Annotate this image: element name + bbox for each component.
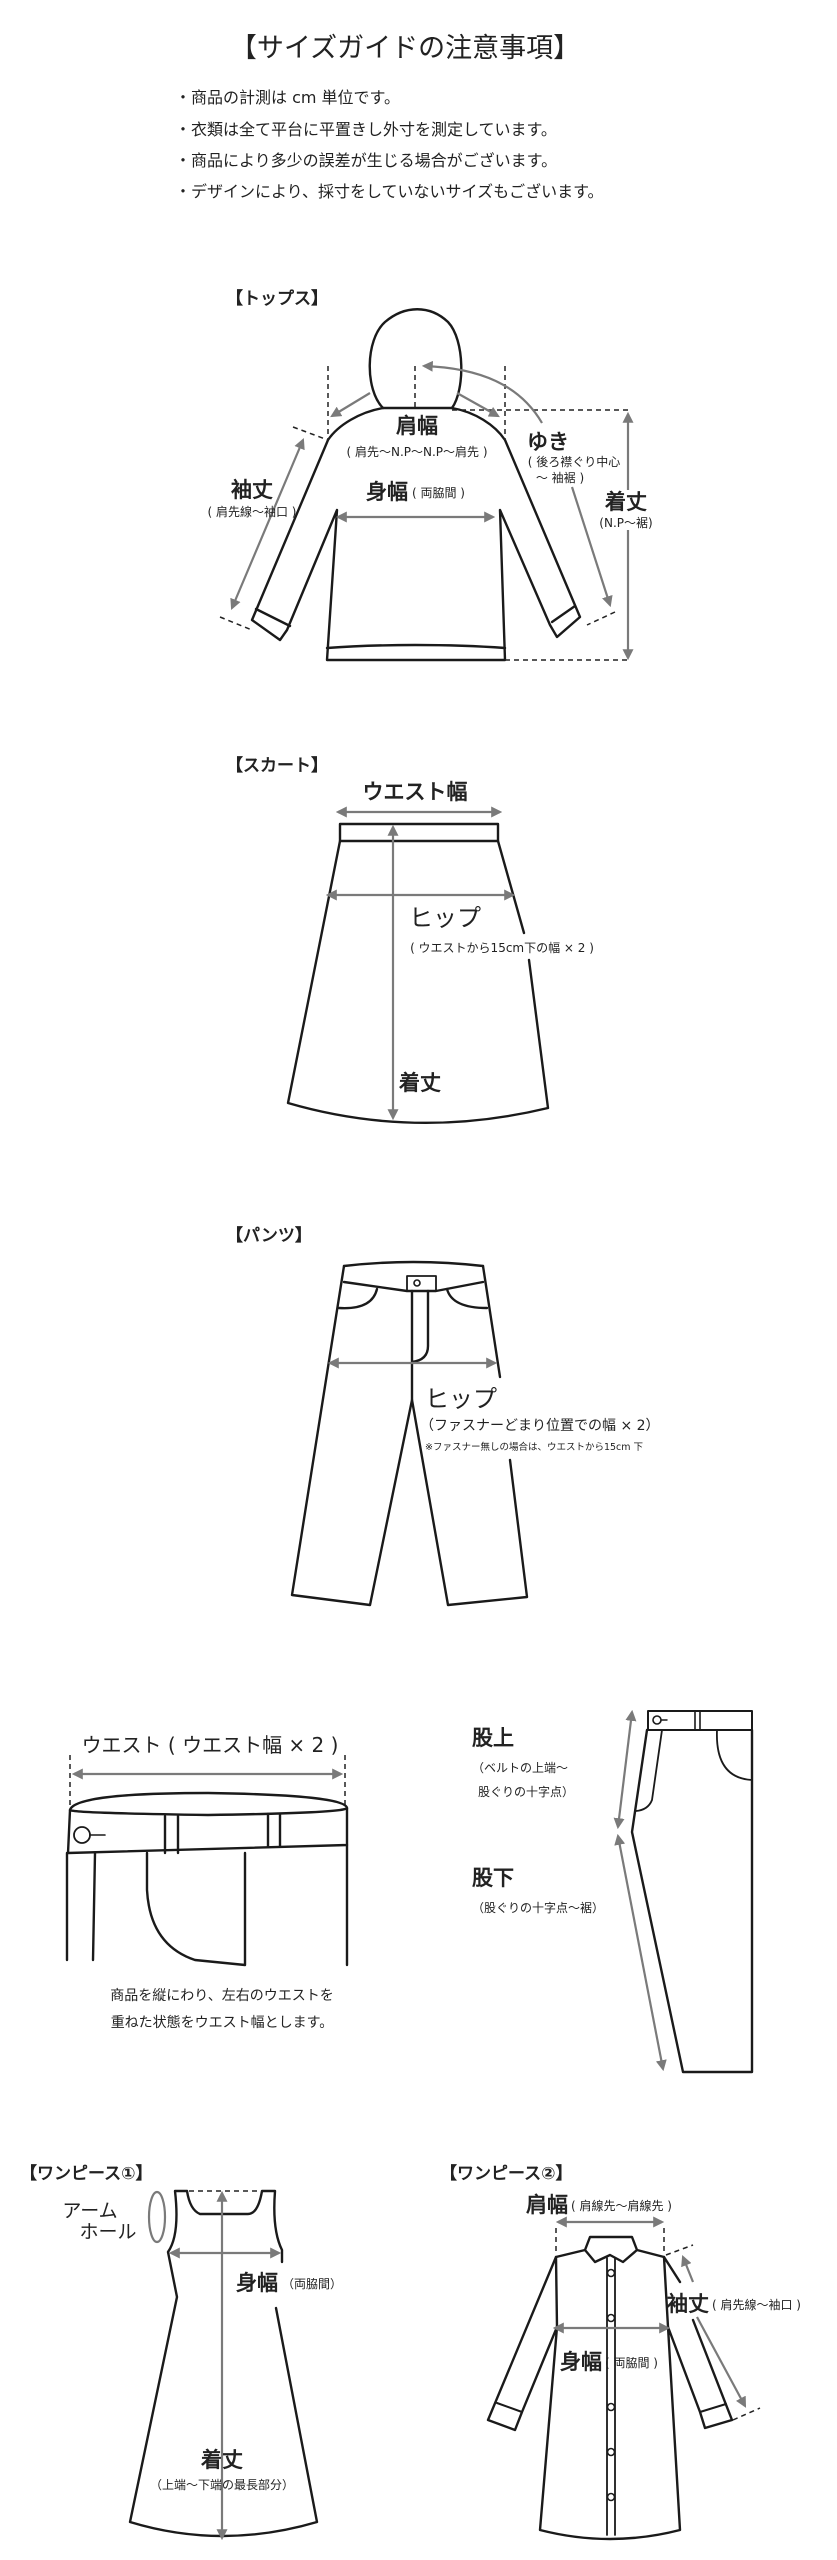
waist-detail-section: ウエスト ( ウエスト幅 × 2 ) 商品を縦にわり、左右のウエストを 重ねた状… xyxy=(65,1733,349,2031)
label-body-width: 身幅 xyxy=(236,2271,278,2295)
label-length: 着丈 xyxy=(398,1071,441,1095)
section-title: 【スカート】 xyxy=(226,755,328,776)
label-length: 着丈 xyxy=(604,490,647,514)
section-title: 【ワンピース①】 xyxy=(20,2163,153,2184)
header: 【サイズガイドの注意事項】 ・商品の計測は cm 単位です。 ・衣類は全て平台に… xyxy=(175,33,603,201)
skirt-illustration xyxy=(286,822,550,1125)
waist-note: 商品を縦にわり、左右のウエストを xyxy=(110,1988,333,2004)
label-body-width: 身幅 xyxy=(560,2350,602,2374)
label-body-note: （両脇間） xyxy=(282,2277,342,2291)
note-item: ・商品により多少の誤差が生じる場合がございます。 xyxy=(175,151,557,170)
waistband-illustration xyxy=(65,1791,349,1967)
note-item: ・デザインにより、採寸をしていないサイズもございます。 xyxy=(175,182,603,201)
label-hip: ヒップ xyxy=(409,904,481,932)
section-title: 【トップス】 xyxy=(226,288,328,309)
label-yuki-note: ( 後ろ襟ぐり中心 xyxy=(528,454,621,469)
note-item: ・商品の計測は cm 単位です。 xyxy=(175,88,400,107)
tops-section: 【トップス】 肩幅 ( 肩先～N.P～N.P～肩先 ) 身幅 ( 両脇間 ) 袖… xyxy=(208,288,653,660)
dress1-section: 【ワンピース①】 アーム ホール 身幅 （両脇間） 着丈 （上端～下端の最長部分… xyxy=(20,2163,342,2541)
note-item: ・衣類は全て平台に平置きし外寸を測定しています。 xyxy=(175,120,557,139)
buttons xyxy=(606,2268,616,2502)
label-waist: ウエスト幅 xyxy=(363,780,468,804)
skirt-section: 【スカート】 ウエスト幅 ヒップ ( ウエストから15cm下の幅 × 2 ) 着… xyxy=(226,755,594,1125)
label-sleeve: 袖丈 xyxy=(667,2292,709,2316)
rise-inseam-section: 股上 （ベルトの上端～ 股ぐりの十字点） 股下 （股ぐりの十字点～裾） xyxy=(472,1709,754,2074)
armhole-loop-icon xyxy=(147,2190,167,2244)
label-length-note: (N.P～裾) xyxy=(599,515,652,530)
label-sleeve-note: ( 肩先線～袖口 ) xyxy=(208,504,297,519)
hoodie-illustration xyxy=(250,308,582,662)
pants-section: 【パンツ】 ヒップ （ファスナーどまり位置での幅 × 2） ※ファスナー無しの場… xyxy=(226,1225,660,1607)
label-inseam: 股下 xyxy=(472,1866,514,1890)
label-shoulder-note: ( 肩線先～肩線先 ) xyxy=(571,2198,672,2213)
label-armhole: アーム xyxy=(62,2200,117,2222)
label-armhole: ホール xyxy=(79,2221,136,2243)
shirt-dress-illustration xyxy=(486,2235,734,2541)
label-hip-footnote: ※ファスナー無しの場合は、ウエストから15cm 下 xyxy=(425,1441,643,1453)
label-body-note: ( 両脇間 ) xyxy=(605,2356,658,2370)
page-title: 【サイズガイドの注意事項】 xyxy=(230,33,580,64)
label-shoulder: 肩幅 xyxy=(526,2193,568,2217)
label-rise-note: （ベルトの上端～ xyxy=(472,1761,568,1775)
label-hip: ヒップ xyxy=(425,1385,497,1413)
label-sleeve: 袖丈 xyxy=(231,478,273,502)
label-hip-note: ( ウエストから15cm下の幅 × 2 ) xyxy=(410,940,594,955)
section-title: 【ワンピース②】 xyxy=(440,2163,573,2184)
label-length-note: （上端～下端の最長部分） xyxy=(150,2477,294,2492)
pants-illustration xyxy=(290,1260,529,1607)
waist-note: 重ねた状態をウエスト幅とします。 xyxy=(111,2015,334,2031)
label-shoulder: 肩幅 xyxy=(396,414,438,438)
label-yuki: ゆき xyxy=(527,430,569,454)
label-length: 着丈 xyxy=(200,2448,243,2472)
label-body-width: 身幅 xyxy=(366,480,408,504)
label-sleeve-note: ( 肩先線～袖口 ) xyxy=(712,2297,801,2312)
label-rise: 股上 xyxy=(472,1726,514,1750)
label-hip-note: （ファスナーどまり位置での幅 × 2） xyxy=(420,1418,660,1434)
sleeveless-dress-illustration xyxy=(128,2189,319,2538)
label-shoulder-note: ( 肩先～N.P～N.P～肩先 ) xyxy=(346,444,487,459)
section-title: 【パンツ】 xyxy=(226,1225,312,1246)
label-waist: ウエスト ( ウエスト幅 × 2 ) xyxy=(82,1733,339,1757)
label-inseam-note: （股ぐりの十字点～裾） xyxy=(472,1900,604,1915)
label-yuki-note: ～ 袖裾 ) xyxy=(536,470,584,485)
label-rise-note: 股ぐりの十字点） xyxy=(478,1784,574,1799)
pants-side-illustration xyxy=(630,1710,754,2074)
dress2-section: 【ワンピース②】 肩幅 ( 肩線先～肩線先 ) 袖丈 ( 肩先線～袖口 ) 身幅… xyxy=(440,2163,801,2541)
label-body-note: ( 両脇間 ) xyxy=(412,486,465,500)
